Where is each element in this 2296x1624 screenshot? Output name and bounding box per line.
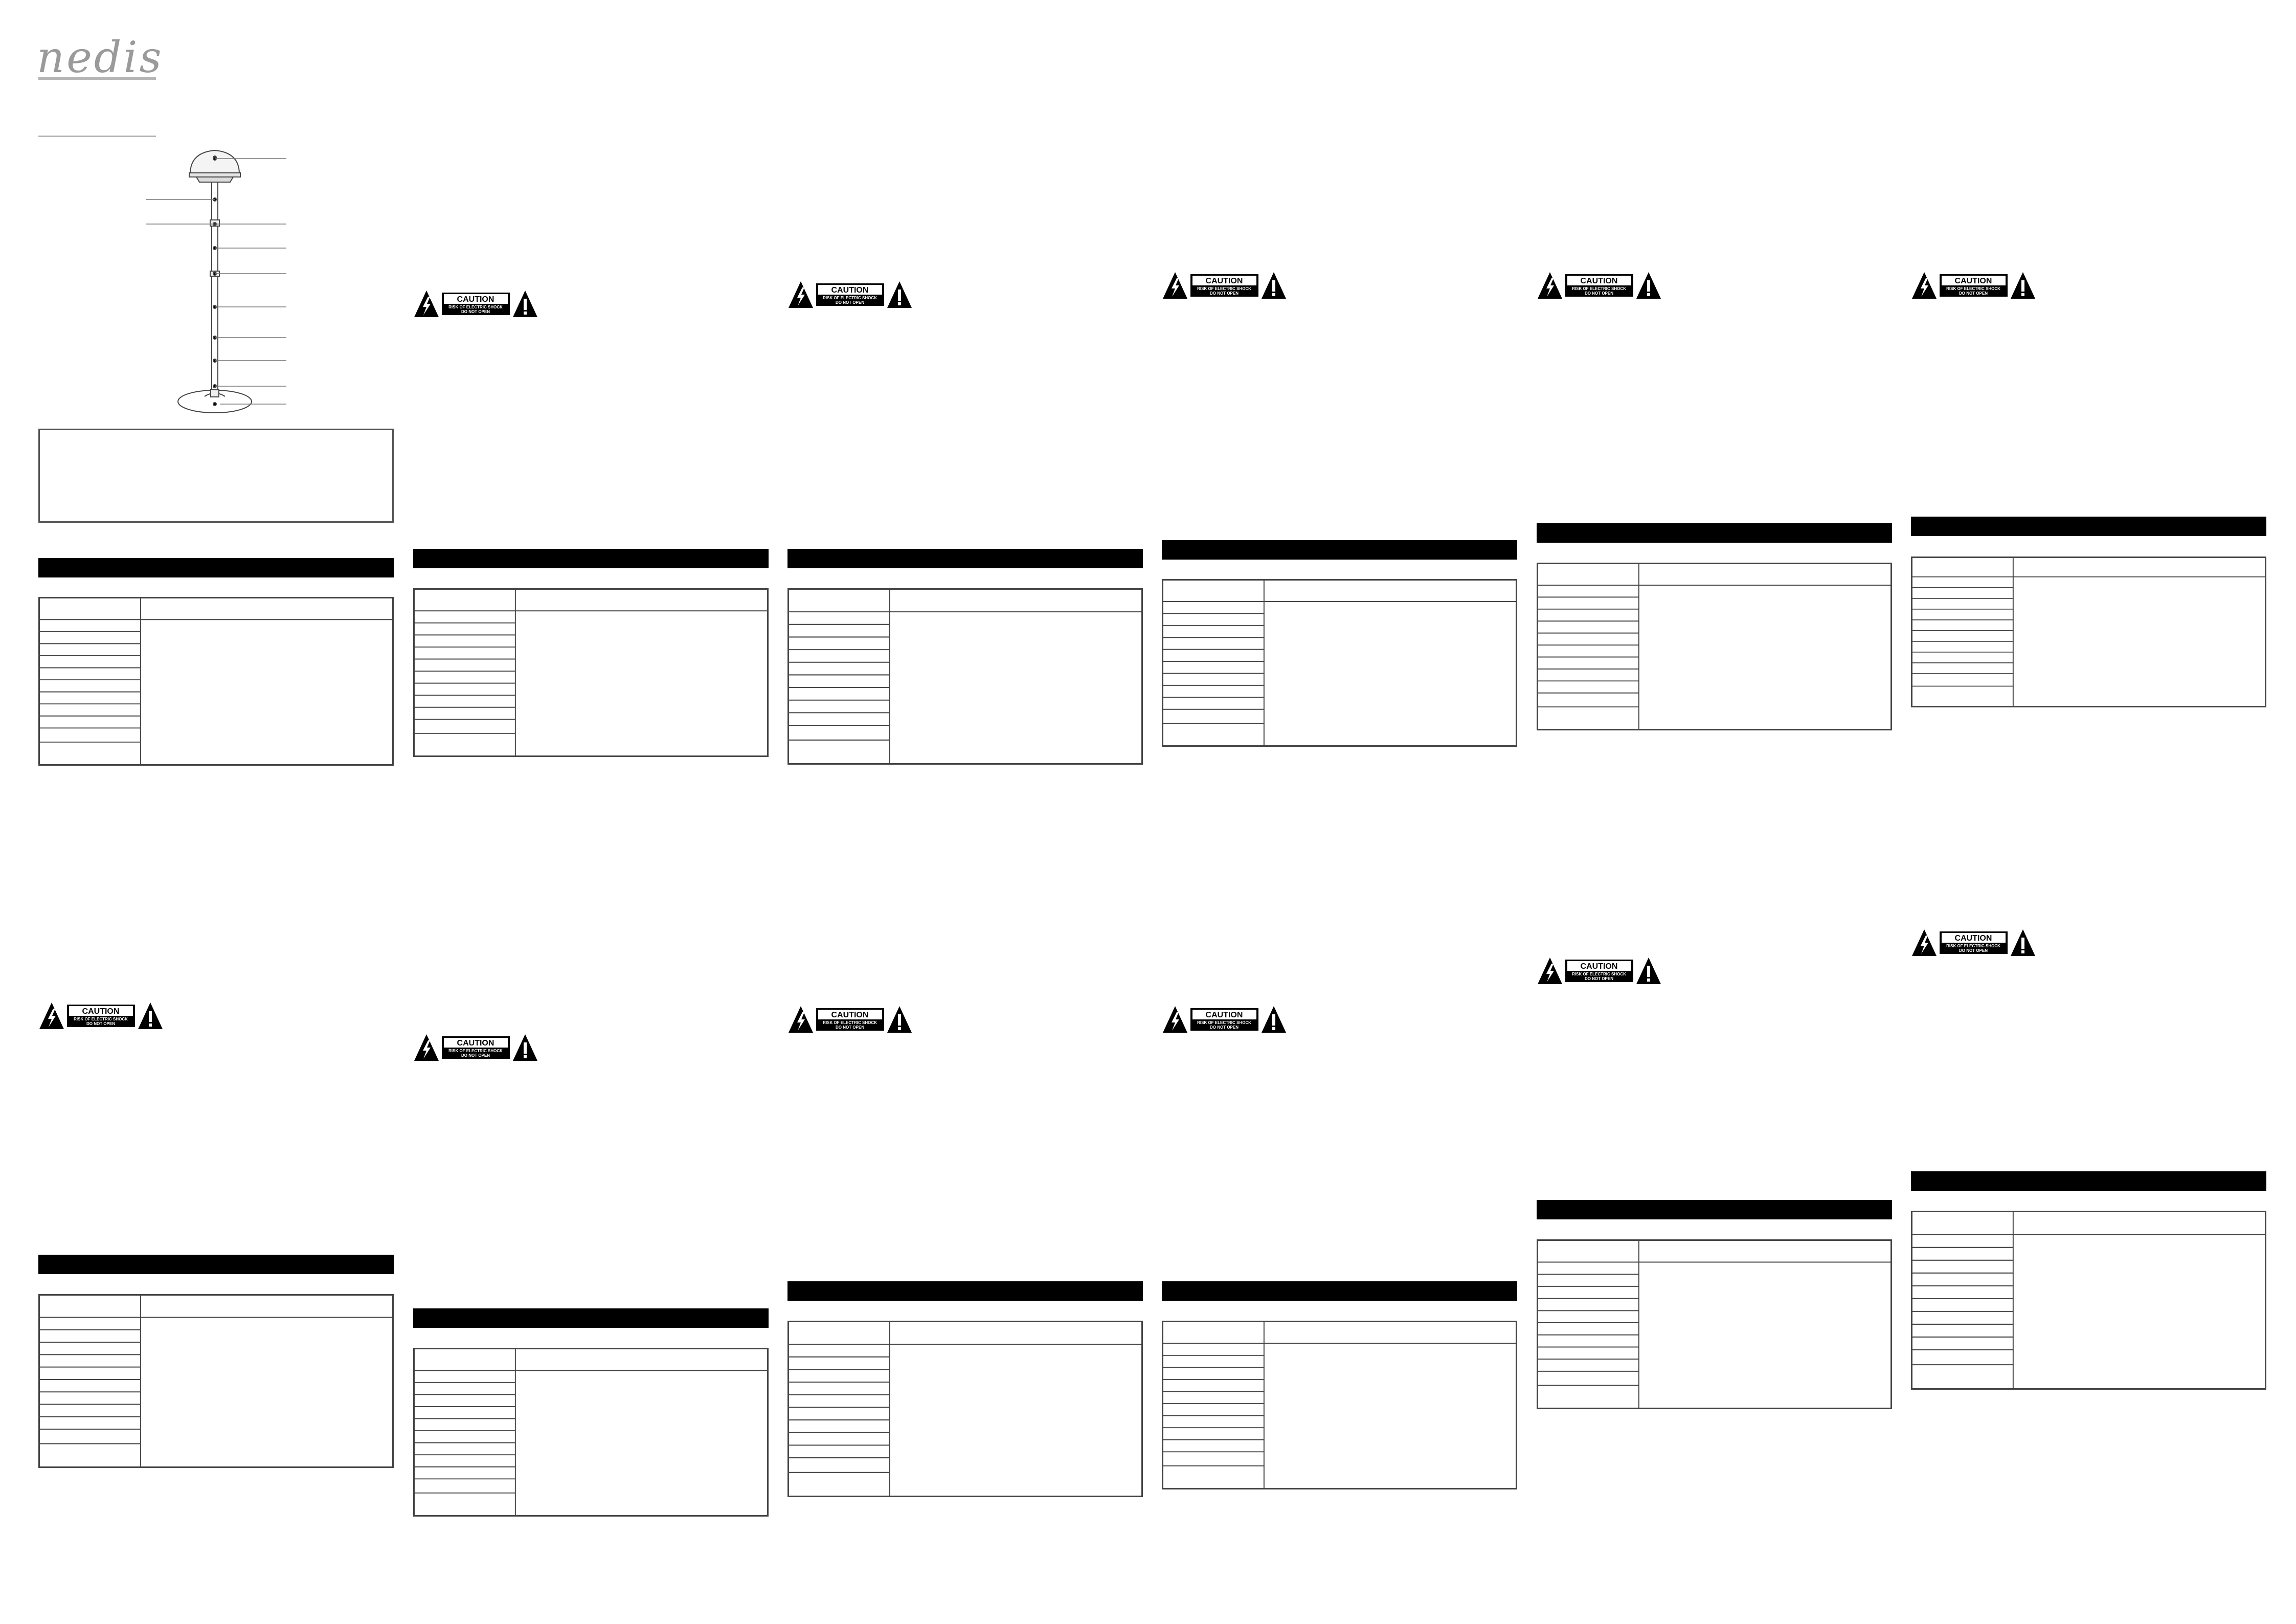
caution-label: CAUTION RISK OF ELECTRIC SHOCK DO NOT OP… bbox=[787, 1005, 913, 1034]
caution-label: CAUTION RISK OF ELECTRIC SHOCK DO NOT OP… bbox=[787, 280, 913, 309]
spec-table bbox=[1911, 557, 2266, 707]
section-header-bar bbox=[38, 1255, 394, 1274]
caution-title: CAUTION bbox=[831, 286, 869, 295]
spec-table bbox=[787, 588, 1143, 765]
section-header-bar bbox=[1911, 517, 2266, 536]
caution-title: CAUTION bbox=[1955, 277, 1992, 285]
spec-table bbox=[1162, 1321, 1517, 1489]
spec-table bbox=[1911, 1211, 2266, 1390]
section-header-bar bbox=[787, 549, 1143, 568]
patio-heater-diagram bbox=[143, 143, 297, 430]
section-header-bar bbox=[1911, 1171, 2266, 1191]
logo-underline bbox=[38, 77, 156, 80]
caution-label: CAUTION RISK OF ELECTRIC SHOCK DO NOT OP… bbox=[413, 290, 538, 318]
spec-table bbox=[787, 1321, 1143, 1497]
spec-table bbox=[1162, 579, 1517, 747]
spec-table bbox=[1537, 563, 1892, 730]
section-header-bar bbox=[1537, 523, 1892, 543]
caution-label: CAUTION RISK OF ELECTRIC SHOCK DO NOT OP… bbox=[1911, 271, 2036, 300]
caution-line-1: RISK OF ELECTRIC SHOCK bbox=[1572, 972, 1626, 976]
header-divider bbox=[38, 136, 156, 137]
caution-line-2: DO NOT OPEN bbox=[1959, 291, 1988, 296]
caution-label: CAUTION RISK OF ELECTRIC SHOCK DO NOT OP… bbox=[1162, 271, 1287, 300]
spec-table bbox=[413, 1348, 769, 1517]
caution-line-2: DO NOT OPEN bbox=[86, 1021, 115, 1026]
spec-table bbox=[1537, 1239, 1892, 1409]
section-header-bar bbox=[1537, 1200, 1892, 1219]
caution-title: CAUTION bbox=[457, 295, 494, 304]
caution-label: CAUTION RISK OF ELECTRIC SHOCK DO NOT OP… bbox=[38, 1002, 164, 1030]
brand-logo: nedis bbox=[37, 32, 164, 82]
caution-label: CAUTION RISK OF ELECTRIC SHOCK DO NOT OP… bbox=[413, 1033, 538, 1062]
caution-title: CAUTION bbox=[1581, 277, 1618, 285]
section-header-bar bbox=[38, 558, 394, 577]
caution-line-2: DO NOT OPEN bbox=[1210, 1025, 1239, 1030]
note-box bbox=[38, 429, 394, 523]
caution-line-1: RISK OF ELECTRIC SHOCK bbox=[1572, 286, 1626, 291]
caution-line-1: RISK OF ELECTRIC SHOCK bbox=[448, 1049, 503, 1053]
caution-line-2: DO NOT OPEN bbox=[1959, 948, 1988, 953]
caution-line-2: DO NOT OPEN bbox=[836, 300, 864, 305]
section-header-bar bbox=[1162, 540, 1517, 560]
spec-table bbox=[413, 588, 769, 757]
caution-line-1: RISK OF ELECTRIC SHOCK bbox=[1946, 944, 2000, 948]
caution-title: CAUTION bbox=[457, 1039, 494, 1048]
caution-title: CAUTION bbox=[1581, 962, 1618, 971]
caution-label: CAUTION RISK OF ELECTRIC SHOCK DO NOT OP… bbox=[1537, 956, 1662, 985]
section-header-bar bbox=[413, 1308, 769, 1328]
caution-label: CAUTION RISK OF ELECTRIC SHOCK DO NOT OP… bbox=[1162, 1005, 1287, 1034]
caution-line-2: DO NOT OPEN bbox=[461, 309, 490, 314]
section-header-bar bbox=[1162, 1281, 1517, 1301]
caution-line-2: DO NOT OPEN bbox=[1585, 976, 1613, 981]
caution-line-1: RISK OF ELECTRIC SHOCK bbox=[1197, 286, 1251, 291]
section-header-bar bbox=[413, 549, 769, 568]
spec-table bbox=[38, 597, 394, 766]
caution-line-1: RISK OF ELECTRIC SHOCK bbox=[823, 296, 877, 300]
caution-line-1: RISK OF ELECTRIC SHOCK bbox=[1946, 286, 2000, 291]
caution-label: CAUTION RISK OF ELECTRIC SHOCK DO NOT OP… bbox=[1911, 928, 2036, 957]
section-header-bar bbox=[787, 1281, 1143, 1301]
caution-line-1: RISK OF ELECTRIC SHOCK bbox=[448, 305, 503, 309]
caution-line-2: DO NOT OPEN bbox=[1210, 291, 1239, 296]
spec-table bbox=[38, 1294, 394, 1468]
caution-line-1: RISK OF ELECTRIC SHOCK bbox=[823, 1020, 877, 1025]
caution-label: CAUTION RISK OF ELECTRIC SHOCK DO NOT OP… bbox=[1537, 271, 1662, 300]
caution-title: CAUTION bbox=[1206, 1011, 1243, 1019]
caution-title: CAUTION bbox=[82, 1007, 120, 1016]
caution-line-2: DO NOT OPEN bbox=[836, 1025, 864, 1030]
caution-line-1: RISK OF ELECTRIC SHOCK bbox=[74, 1017, 128, 1021]
caution-title: CAUTION bbox=[831, 1011, 869, 1019]
caution-title: CAUTION bbox=[1955, 934, 1992, 943]
caution-line-1: RISK OF ELECTRIC SHOCK bbox=[1197, 1020, 1251, 1025]
caution-line-2: DO NOT OPEN bbox=[1585, 291, 1613, 296]
caution-line-2: DO NOT OPEN bbox=[461, 1053, 490, 1058]
caution-title: CAUTION bbox=[1206, 277, 1243, 285]
